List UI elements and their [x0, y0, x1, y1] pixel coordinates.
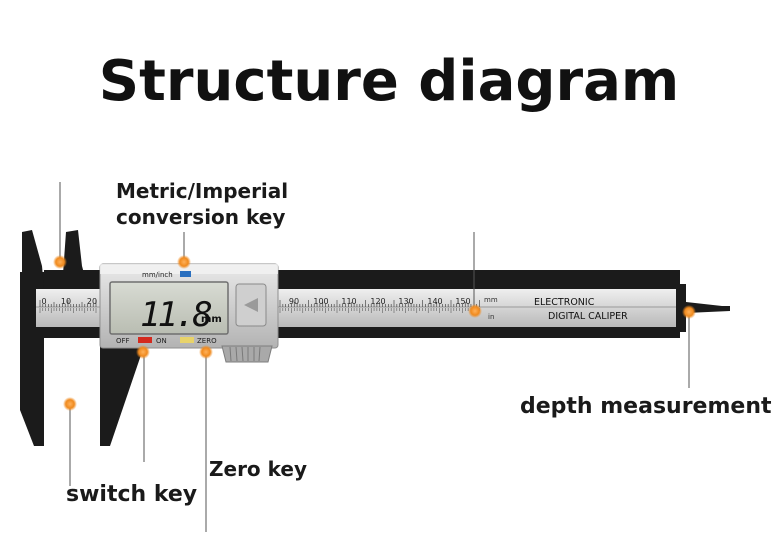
callout-line-1: Metric/Imperial [116, 179, 289, 203]
marker-dot [136, 345, 150, 359]
off-label: OFF [116, 337, 130, 345]
thumb-wheel[interactable] [221, 345, 273, 363]
lcd-unit: mm [201, 314, 222, 325]
depth-rod-end [676, 284, 686, 332]
marker-dot [199, 345, 213, 359]
scale-label: 100 [313, 297, 328, 306]
off-on-button[interactable] [138, 337, 152, 343]
scale-ticks-left [39, 300, 97, 313]
scale-label: 110 [341, 297, 356, 306]
scale-label: 10 [61, 297, 71, 306]
brand-line-2: DIGITAL CALIPER [548, 311, 628, 322]
sliding-outside-jaw [100, 338, 142, 446]
scale-label: 150 [455, 297, 470, 306]
scale-label: 90 [289, 297, 299, 306]
brand-line-1: ELECTRONIC [534, 297, 595, 308]
page-title: Structure diagram [98, 49, 680, 114]
lcd-value: 11.8 [140, 295, 211, 335]
arrow-icon [244, 298, 258, 312]
zero-button[interactable] [180, 337, 194, 343]
scale-label: 0 [41, 297, 46, 306]
switch-key-callout: switch key [66, 482, 198, 507]
marker-dot [63, 397, 77, 411]
callout-line-2: conversion key [116, 205, 286, 229]
zero-label: ZERO [197, 337, 217, 345]
unit-button-label: mm/inch [142, 271, 173, 279]
marker-dot [682, 305, 696, 319]
metric-imperial-callout: Metric/Imperial conversion key [116, 178, 288, 230]
depth-rod [686, 302, 730, 313]
fixed-inside-jaw [22, 230, 44, 288]
unit-button[interactable] [180, 271, 191, 277]
lcd-screen [109, 281, 229, 335]
scale-label: 140 [427, 297, 442, 306]
scale-label: 130 [398, 297, 413, 306]
scale-unit-in: in [488, 313, 494, 321]
depth-measurement-callout: depth measurement [520, 394, 772, 419]
marker-dot [468, 304, 482, 318]
zero-key-callout: Zero key [209, 457, 307, 481]
scale-label: 20 [87, 297, 97, 306]
on-label: ON [156, 337, 167, 345]
marker-dot [177, 255, 191, 269]
marker-dot [53, 255, 67, 269]
scale-label: 120 [370, 297, 385, 306]
scale-unit-mm: mm [484, 296, 498, 304]
